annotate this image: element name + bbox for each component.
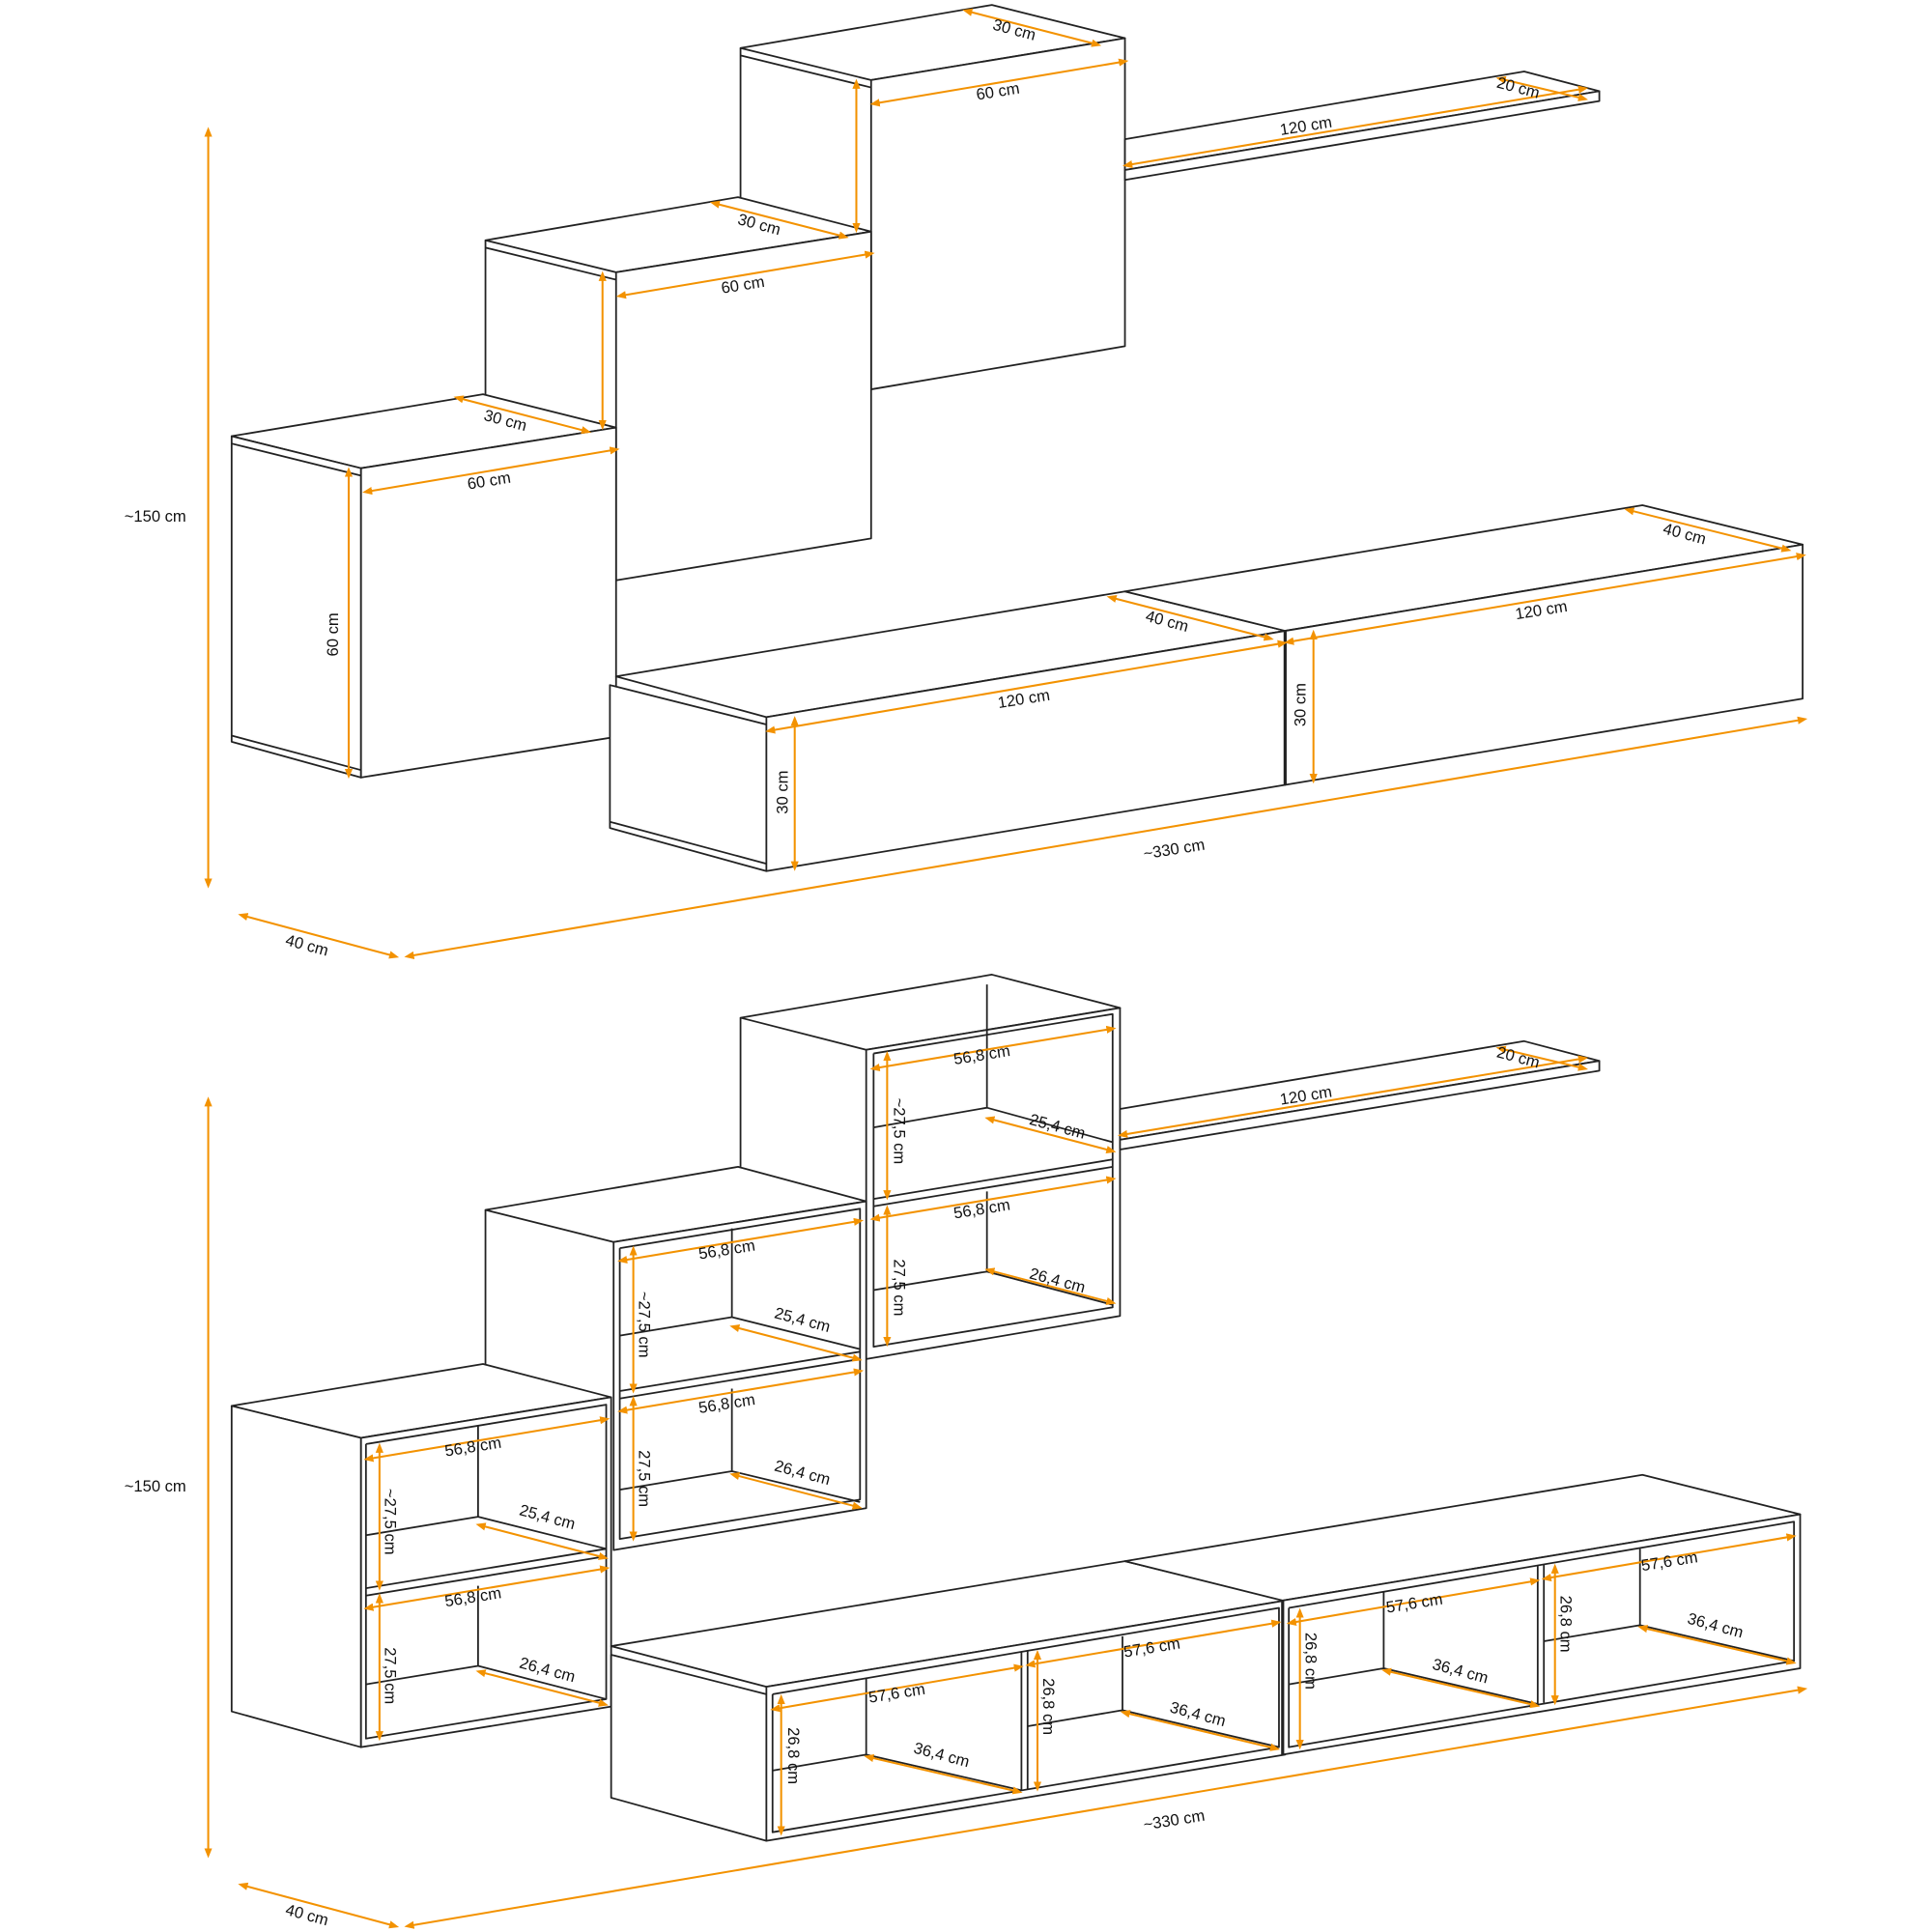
dim-label-depth: 40 cm — [284, 930, 331, 959]
dim-label: 26,8 cm — [784, 1727, 803, 1784]
dim-label: ~27,5 cm — [635, 1292, 653, 1358]
dim-label-total-height: ~150 cm — [125, 1477, 186, 1495]
dim-label: 27,5 cm — [890, 1259, 908, 1316]
dimension-lines — [204, 1025, 1808, 1929]
dim-label: 27,5 cm — [382, 1647, 400, 1704]
dim-label-total-width: ~330 cm — [1142, 836, 1206, 864]
dim-label: 26,8 cm — [1039, 1678, 1058, 1735]
dim-label: 30 cm — [774, 771, 792, 814]
dim-label: 26,8 cm — [1301, 1633, 1320, 1690]
open-version-drawing: 56,8 cm ~27,5 cm 25,4 cm 56,8 cm 27,5 cm… — [125, 974, 1808, 1929]
dim-label: ~27,5 cm — [890, 1098, 908, 1165]
dim-label-total-width: ~330 cm — [1142, 1806, 1206, 1834]
dim-label-total-height: ~150 cm — [125, 507, 186, 526]
dim-label: 26,8 cm — [1557, 1596, 1576, 1653]
dim-label-depth: 40 cm — [284, 1900, 331, 1929]
dimension-lines — [204, 8, 1808, 959]
dim-label: 30 cm — [1291, 683, 1309, 726]
dim-label: 60 cm — [324, 612, 342, 656]
dim-label: 27,5 cm — [635, 1450, 653, 1507]
closed-version-drawing: 30 cm 60 cm 20 cm 120 cm 30 cm 60 cm 30 … — [125, 4, 1808, 960]
open-cabinet-left — [230, 1363, 612, 1748]
dim-label: ~27,5 cm — [382, 1489, 400, 1555]
wall-cabinet-left — [230, 393, 617, 779]
